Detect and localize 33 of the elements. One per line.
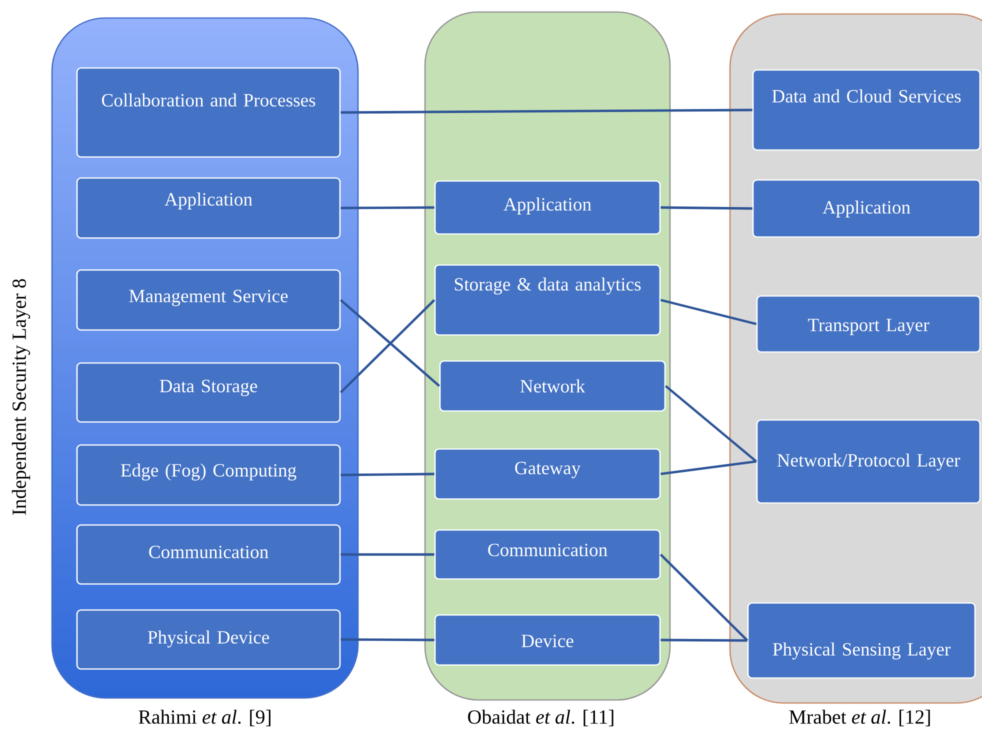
connector-line [664,385,758,462]
layer-box: Network/Protocol Layer [756,419,981,504]
column-heading: Obaidat et al. [11] [468,710,614,726]
connector-line [660,206,752,210]
layer-box: Data Storage [76,362,341,423]
layer-box: Communication [434,529,661,580]
connector-line [340,553,434,556]
layer-box: Transport Layer [756,295,981,353]
layer-box: Collaboration and Processes [76,67,341,158]
column-heading: Mrabet et al. [12] [789,710,930,726]
side-label: Independent Security Layer 8 [12,279,30,515]
column-heading: Rahimi et al. [9] [138,710,270,726]
connector-line [660,554,748,642]
layer-box: Application [434,180,661,235]
connector-line [340,108,752,114]
layer-box: Application [752,179,981,238]
connector-line [340,472,434,476]
layer-box: Application [76,177,341,239]
layer-box: Physical Sensing Layer [747,602,976,679]
connector-line [340,638,434,642]
layer-box: Communication [76,524,341,585]
layer-box: Data and Cloud Services [752,69,981,151]
layer-box: Edge (Fog) Computing [76,444,341,506]
connector-line [660,298,757,326]
layer-box: Management Service [76,269,341,331]
layer-box: Device [434,614,661,666]
layer-box: Physical Device [76,609,341,670]
layer-box: Network [439,360,666,412]
connector-line [340,206,434,210]
connector-line [660,638,748,642]
layer-box: Gateway [434,448,661,500]
layer-box: Storage & data analytics [434,264,661,336]
connector-line [660,460,756,476]
